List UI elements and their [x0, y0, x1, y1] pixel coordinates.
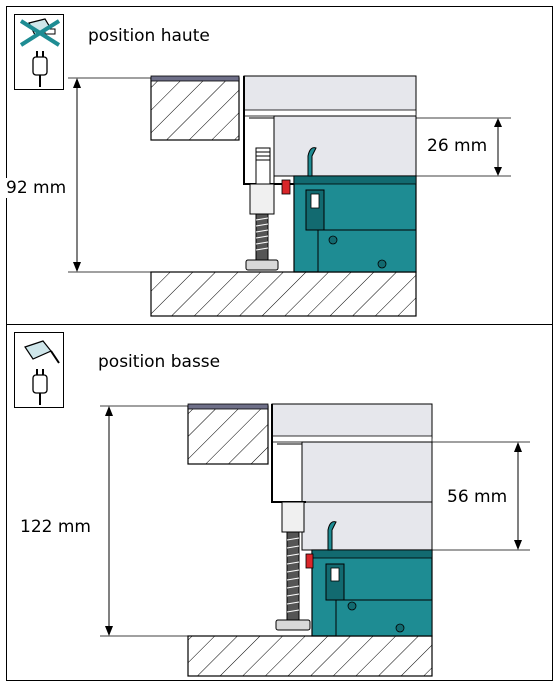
- worktop-section: [187, 405, 269, 465]
- panel-high-position: position haute: [6, 6, 553, 324]
- worktop-section: [150, 77, 240, 141]
- installation-diagram: [68, 75, 511, 317]
- plug-connected-icon: [14, 332, 64, 408]
- panel-caption: position basse: [98, 352, 221, 372]
- cabinet-panel: [243, 75, 417, 115]
- total-height-label: 122 mm: [20, 517, 91, 537]
- adjustable-foot: [286, 531, 300, 621]
- offset-label: 56 mm: [447, 487, 508, 507]
- panel-low-position: position basse: [6, 324, 553, 681]
- panel-caption: position haute: [88, 26, 210, 46]
- figure-frame: [6, 6, 553, 681]
- floor-section: [187, 635, 433, 677]
- panel-divider: [6, 324, 553, 325]
- total-height-label: 92 mm: [6, 178, 67, 198]
- plug-disconnected-icon: [14, 14, 64, 90]
- floor-section: [150, 271, 417, 317]
- offset-label: 26 mm: [427, 136, 488, 156]
- cabinet-panel: [271, 403, 433, 439]
- installation-diagram: [100, 403, 530, 677]
